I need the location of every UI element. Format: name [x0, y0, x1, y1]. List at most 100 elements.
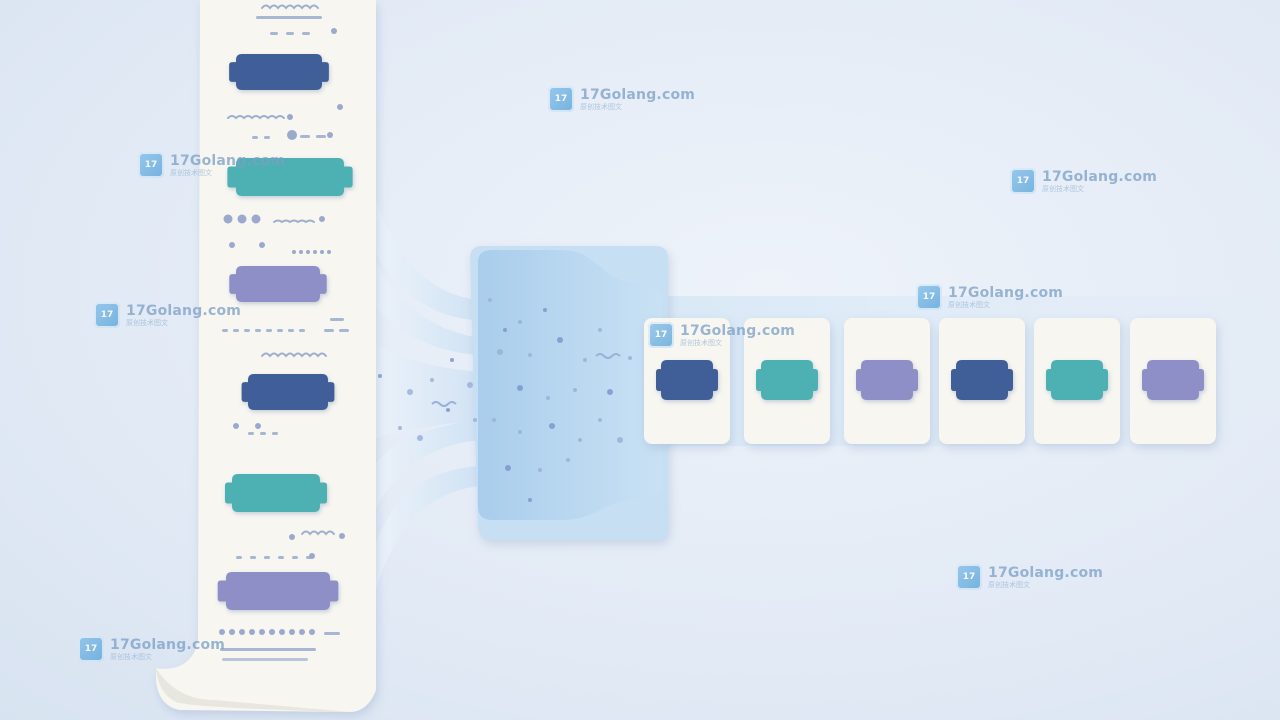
text-dot-mark [229, 242, 235, 248]
data-particle [538, 468, 542, 472]
scroll-token-chips [217, 54, 353, 610]
data-particle [549, 423, 555, 429]
text-dot-mark [313, 250, 317, 254]
data-particle [488, 298, 492, 302]
text-dot-mark [299, 629, 305, 635]
text-dash-mark [324, 329, 334, 332]
text-dot-mark [251, 214, 261, 224]
data-particle [517, 385, 523, 391]
text-dot-mark [223, 214, 233, 224]
token-tile-icon [656, 360, 718, 400]
text-dot-mark [233, 423, 239, 429]
text-dash-mark [299, 329, 305, 332]
text-dash-mark [272, 432, 278, 435]
token-tile-icon [1046, 360, 1108, 400]
text-dot-mark [339, 533, 345, 539]
data-particle [573, 388, 577, 392]
text-dot-mark [239, 629, 245, 635]
data-particle [598, 418, 602, 422]
text-dot-mark [309, 629, 315, 635]
text-dash-mark [260, 432, 266, 435]
text-dash-mark [256, 16, 322, 19]
text-dot-mark [229, 629, 235, 635]
flow-ribbons [370, 180, 480, 610]
text-dash-mark [220, 648, 316, 651]
token-card [1034, 318, 1120, 444]
text-dash-mark [236, 556, 242, 559]
token-tile-icon [951, 360, 1013, 400]
data-particle [505, 465, 511, 471]
text-dash-mark [266, 329, 272, 332]
token-chip-lavender [229, 266, 327, 302]
text-dot-mark [327, 132, 333, 138]
token-chip-navy [229, 54, 329, 90]
data-particle [497, 349, 503, 355]
text-dash-mark [300, 135, 310, 138]
data-particle [398, 426, 402, 430]
text-dash-mark [264, 136, 270, 139]
text-dash-mark [316, 135, 326, 138]
data-particle [450, 358, 454, 362]
text-dot-mark [237, 214, 247, 224]
token-chip-teal [224, 474, 328, 512]
text-dot-mark [292, 250, 296, 254]
data-particle [518, 430, 522, 434]
data-particle [528, 353, 532, 357]
data-particle [407, 389, 413, 395]
text-dot-mark [327, 250, 331, 254]
data-particle [467, 382, 473, 388]
token-card [844, 318, 930, 444]
data-particle [607, 389, 613, 395]
data-particle [583, 358, 587, 362]
data-particle [492, 418, 496, 422]
text-dash-mark [233, 329, 239, 332]
text-dot-mark [287, 130, 297, 140]
text-dot-mark [279, 629, 285, 635]
text-dot-mark [299, 250, 303, 254]
token-chip-teal [227, 158, 353, 196]
text-dash-mark [302, 32, 310, 35]
data-wave-particle [431, 401, 457, 407]
data-particle [598, 328, 602, 332]
text-dot-mark [320, 250, 324, 254]
data-particle [417, 435, 423, 441]
scroll-text-marks [219, 4, 349, 661]
text-dash-mark [277, 329, 283, 332]
text-dash-mark [244, 329, 250, 332]
token-tile-icon [856, 360, 918, 400]
text-dash-mark [278, 556, 284, 559]
text-dash-mark [222, 658, 308, 661]
text-dot-mark [219, 629, 225, 635]
data-particle [503, 328, 507, 332]
text-dash-mark [286, 32, 294, 35]
data-particle [617, 437, 623, 443]
text-wave-mark [273, 219, 315, 224]
data-particle [566, 458, 570, 462]
text-dot-mark [249, 629, 255, 635]
token-chip-navy [241, 374, 335, 410]
data-particle [557, 337, 563, 343]
token-card [939, 318, 1025, 444]
text-dash-mark [339, 329, 349, 332]
text-wave-mark [301, 530, 335, 536]
text-dot-mark [259, 629, 265, 635]
data-particle [628, 356, 632, 360]
data-particle [546, 396, 550, 400]
data-particle [528, 498, 532, 502]
text-dash-mark [330, 318, 344, 321]
token-tile-icon [1142, 360, 1204, 400]
text-dash-mark [250, 556, 256, 559]
text-dash-mark [324, 632, 340, 635]
data-particle [543, 308, 547, 312]
particle-cloud [378, 298, 632, 502]
token-card [744, 318, 830, 444]
data-particle [446, 408, 450, 412]
data-wave-particle [595, 353, 621, 359]
text-dot-mark [255, 423, 261, 429]
text-wave-mark [227, 115, 285, 120]
text-dot-mark [289, 629, 295, 635]
text-dash-mark [264, 556, 270, 559]
text-dash-mark [252, 136, 258, 139]
text-dot-mark [289, 534, 295, 540]
